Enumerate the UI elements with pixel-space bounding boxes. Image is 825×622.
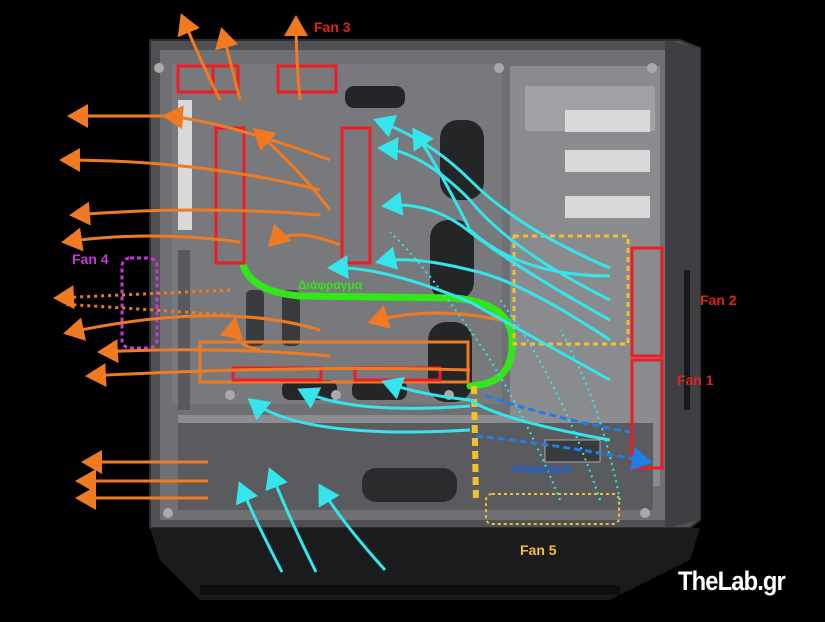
- fan5-outline: [485, 493, 620, 525]
- gpu-area-outline: [198, 340, 470, 384]
- cpu-cooler-fan-right: [340, 126, 372, 265]
- diaphragm-label-upper: Διάφραγμα: [298, 278, 363, 292]
- diaphragm-line: [239, 261, 516, 390]
- drive-bay-outline: [512, 234, 630, 346]
- lower-divider: [471, 385, 479, 503]
- fan3-label: Fan 3: [314, 19, 351, 35]
- fan4-outline: [120, 256, 159, 350]
- pc-case: [149, 39, 701, 600]
- fan3-left-outline: [176, 64, 240, 94]
- diaphragm-label-lower: Διάφραγμα: [512, 463, 571, 475]
- intake-arrows-dotted: [389, 231, 621, 501]
- exhaust-arrows: [59, 13, 501, 510]
- fan3-right-outline: [276, 64, 338, 94]
- intake-arrows: [235, 115, 611, 573]
- fan2-label: Fan 2: [700, 292, 737, 308]
- diaphragm-lower-arrows: [475, 394, 653, 471]
- exhaust-arrows-dotted: [53, 285, 231, 317]
- fan2-outline: [630, 246, 664, 358]
- fan1-label: Fan 1: [677, 372, 714, 388]
- fan4-label: Fan 4: [72, 251, 109, 267]
- fan5-label: Fan 5: [520, 542, 557, 558]
- thelab-logo: TheLab.gr: [678, 566, 786, 596]
